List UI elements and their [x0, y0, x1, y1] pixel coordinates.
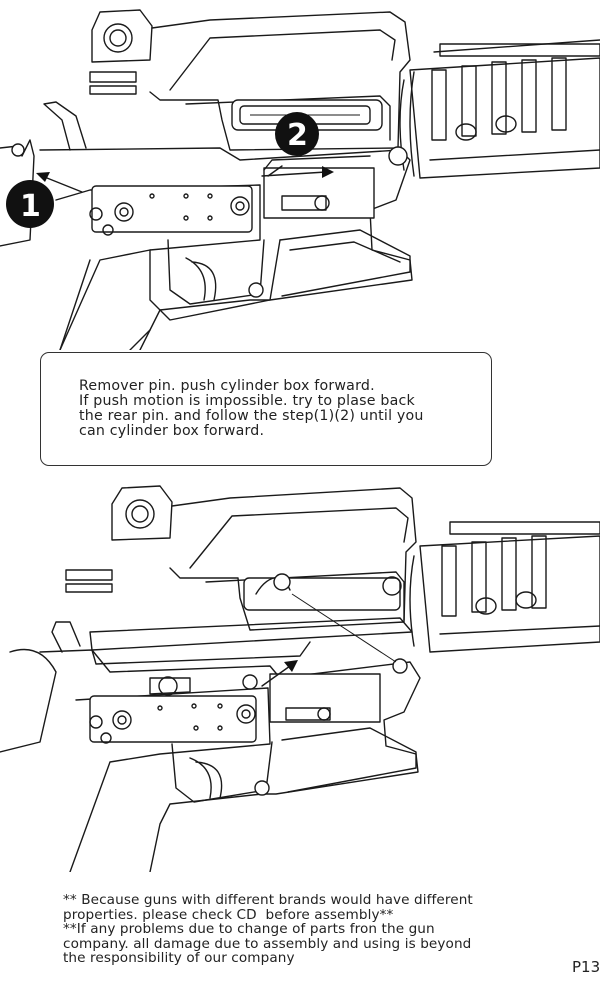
rear-sight-tower [65, 485, 173, 593]
step-2-label: 2 [287, 118, 308, 153]
callout-line: Remover pin. push cylinder box forward. [79, 378, 375, 394]
step-2-marker: 2 [275, 112, 319, 156]
note-line: **If any problems due to change of parts… [63, 921, 435, 937]
lower-receiver [39, 101, 413, 351]
step-1-marker: 1 [6, 180, 54, 228]
note-line: ** Because guns with different brands wo… [63, 892, 473, 908]
callout-line: the rear pin. and follow the step(1)(2) … [79, 408, 424, 424]
lower-receiver [0, 621, 421, 873]
direction-arrows [261, 593, 397, 687]
bottom-illustration [0, 482, 600, 873]
upper-receiver [149, 11, 411, 151]
note-line: the responsibility of our company [63, 950, 295, 966]
handguard [409, 521, 600, 653]
disclaimer-notes: ** Because guns with different brands wo… [63, 893, 543, 966]
direction-arrows [36, 165, 334, 193]
upper-bottom-edge [89, 617, 413, 651]
top-illustration: 1 2 [0, 0, 600, 351]
note-line: properties. please check CD before assem… [63, 906, 394, 923]
charging-handle-open [243, 573, 402, 611]
instruction-callout: Remover pin. push cylinder box forward. … [40, 352, 492, 466]
rear-sight-tower [89, 9, 153, 95]
callout-line: can cylinder box forward. [79, 423, 265, 439]
handguard [399, 39, 600, 179]
note-line: company. all damage due to assembly and … [63, 935, 472, 952]
callout-line: If push motion is impossible. try to pla… [79, 393, 415, 409]
page-number: P13 [572, 958, 600, 976]
step-1-label: 1 [20, 189, 41, 224]
